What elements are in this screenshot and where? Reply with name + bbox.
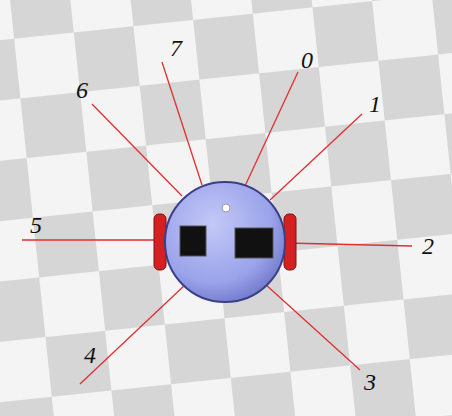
robot: [154, 182, 296, 302]
sensor-number: 2: [422, 234, 434, 258]
sensor-number: 0: [301, 48, 313, 72]
sensor-rays: [22, 62, 412, 384]
sensor-number: 6: [76, 78, 88, 102]
sensor-number: 4: [84, 343, 96, 367]
sensor-number: 7: [170, 36, 182, 60]
sensor-number: 1: [369, 92, 381, 116]
sensor-number: 5: [30, 213, 42, 237]
sensor-number: 3: [364, 370, 376, 394]
